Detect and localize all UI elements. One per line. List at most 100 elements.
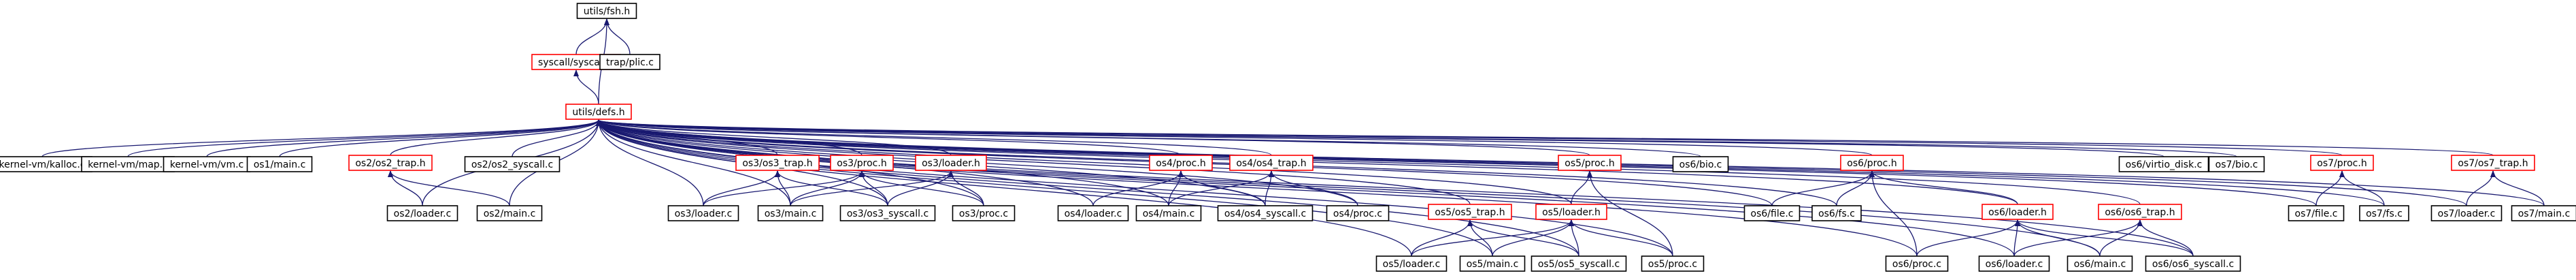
node-os7loader[interactable]: os7/loader.c [2430,205,2503,221]
node-plic[interactable]: trap/plic.c [599,54,660,70]
node-os4trap[interactable]: os4/os4_trap.h [1229,155,1314,171]
node-os5loader[interactable]: os5/loader.c [1375,255,1448,272]
node-fsh[interactable]: utils/fsh.h [576,3,637,19]
edge-os6trap-to-defs [596,119,2141,205]
edge-os7main-to-os7trap [2490,170,2545,206]
node-box [1743,205,1801,221]
node-os5main[interactable]: os5/main.c [1459,255,1526,272]
node-os3main[interactable]: os3/main.c [757,205,824,221]
node-os6trap[interactable]: os6/os6_trap.h [2098,204,2182,220]
node-os3trap[interactable]: os3/os3_trap.h [735,155,820,171]
node-os4syscall[interactable]: os4/os4_syscall.c [1217,205,1314,221]
edge-os3syscall-to-os3trap [775,170,888,206]
node-label: os2/os2_syscall.c [471,159,553,170]
node-box [1057,205,1129,221]
node-os2trap[interactable]: os2/os2_trap.h [348,155,433,171]
node-os6loaderh[interactable]: os6/loader.h [1981,204,2054,220]
edge-os3loader-to-defs [596,119,704,206]
edge-os2main-to-os2trap [388,170,510,206]
node-os1main[interactable]: os1/main.c [246,156,313,172]
edge-os6loaderh-to-os6proch [1869,170,2018,205]
node-os6syscall[interactable]: os6/os6_syscall.c [2145,255,2241,272]
edge-os2trap-to-defs [390,119,601,156]
node-label: os3/os3_trap.h [742,158,812,169]
edge-os6main-to-os6loaderh [2015,219,2101,257]
edge-os3main-to-os3proch [790,170,865,206]
node-os2syscall[interactable]: os2/os2_syscall.c [464,156,561,172]
node-os6loader[interactable]: os6/loader.c [1978,255,2050,272]
node-label: syscall/syscall.h [538,57,614,68]
node-os6proch[interactable]: os6/proc.h [1840,155,1904,171]
node-label: os4/proc.c [1333,208,1382,219]
edge-os6file-to-os6proch [1771,170,1875,206]
node-label: os6/loader.h [1988,207,2047,218]
node-os2loader[interactable]: os2/loader.c [386,205,458,221]
node-os5syscall[interactable]: os5/os5_syscall.c [1530,255,1627,272]
node-os6fs[interactable]: os6/fs.c [1811,205,1862,221]
node-label: os6/proc.c [1892,259,1941,270]
node-os2main[interactable]: os2/main.c [476,205,543,221]
node-os3proch[interactable]: os3/proc.h [830,155,894,171]
node-kalloc[interactable]: kernel-vm/kalloc.c [0,156,93,172]
edge-os3proc-to-os3proch [859,170,984,206]
node-box [386,205,458,221]
node-os7trap[interactable]: os7/os7_trap.h [2451,155,2535,171]
node-os3loaderh[interactable]: os3/loader.h [915,155,987,171]
node-box [565,104,632,120]
node-os6virtio[interactable]: os6/virtio_disk.c [2118,156,2209,172]
node-os6proc[interactable]: os6/proc.c [1885,255,1949,272]
node-box [1217,205,1314,221]
node-os4loader[interactable]: os4/loader.c [1057,205,1129,221]
node-box [464,156,561,172]
node-box [2359,205,2409,221]
edge-os6proch-to-defs [596,119,1873,156]
node-os7proch[interactable]: os7/proc.h [2310,155,2374,171]
node-os5trap[interactable]: os5/os5_trap.h [1428,204,1512,220]
node-os7fs[interactable]: os7/fs.c [2359,205,2409,221]
node-defs[interactable]: utils/defs.h [565,104,632,120]
node-os5loaderh[interactable]: os5/loader.h [1535,204,1607,220]
edge-os3loader-to-os3proch [703,170,865,206]
edge-os6loader-to-defs [596,119,2015,257]
edge-os6proc-to-os6loaderh [1916,219,2020,257]
node-label: utils/defs.h [572,107,624,118]
node-os3proc[interactable]: os3/proc.c [952,205,1016,221]
edge-os6loader-to-os6trap [2013,219,2143,257]
edge-os4proch-to-defs [596,119,1182,156]
node-os4main[interactable]: os4/main.c [1135,205,1202,221]
node-box [1535,204,1607,220]
node-os4proch[interactable]: os4/proc.h [1149,155,1213,171]
node-kvm[interactable]: kernel-vm/vm.c [163,156,251,172]
edge-os6fs-to-defs [596,119,1837,206]
node-os6main[interactable]: os6/main.c [2067,255,2133,272]
node-label: os7/loader.c [2438,208,2496,219]
node-label: os7/bio.c [2215,159,2258,170]
node-box [2208,156,2265,172]
edge-os5syscall-to-defs [596,119,1579,257]
node-syscall_h[interactable]: syscall/syscall.h [531,54,621,70]
node-label: os3/proc.h [837,158,886,169]
edge-os7trap-to-defs [596,119,2494,156]
node-label: os2/loader.c [394,208,452,219]
node-box [1135,205,1202,221]
node-os3loader[interactable]: os3/loader.c [667,205,739,221]
node-kmap[interactable]: kernel-vm/map.c [81,156,175,172]
node-os7file[interactable]: os7/file.c [2288,205,2345,221]
node-os5proc[interactable]: os5/proc.c [1641,255,1705,272]
node-os6bio[interactable]: os6/bio.c [1672,156,1729,172]
node-label: os3/loader.c [675,208,733,219]
node-os7main[interactable]: os7/main.c [2511,205,2576,221]
node-label: os5/loader.c [1383,259,1441,270]
node-box [1558,155,1622,171]
node-label: os6/proc.h [1847,158,1896,169]
edge-os2syscall-to-defs [512,119,601,157]
node-label: os5/proc.c [1648,259,1697,270]
node-os4proc[interactable]: os4/proc.c [1326,205,1390,221]
node-os7bio[interactable]: os7/bio.c [2208,156,2265,172]
node-os5proch[interactable]: os5/proc.h [1558,155,1622,171]
node-box [735,155,820,171]
node-os3syscall[interactable]: os3/os3_syscall.c [839,205,936,221]
node-box [952,205,1016,221]
node-box [667,205,739,221]
node-os6file[interactable]: os6/file.c [1743,205,1801,221]
